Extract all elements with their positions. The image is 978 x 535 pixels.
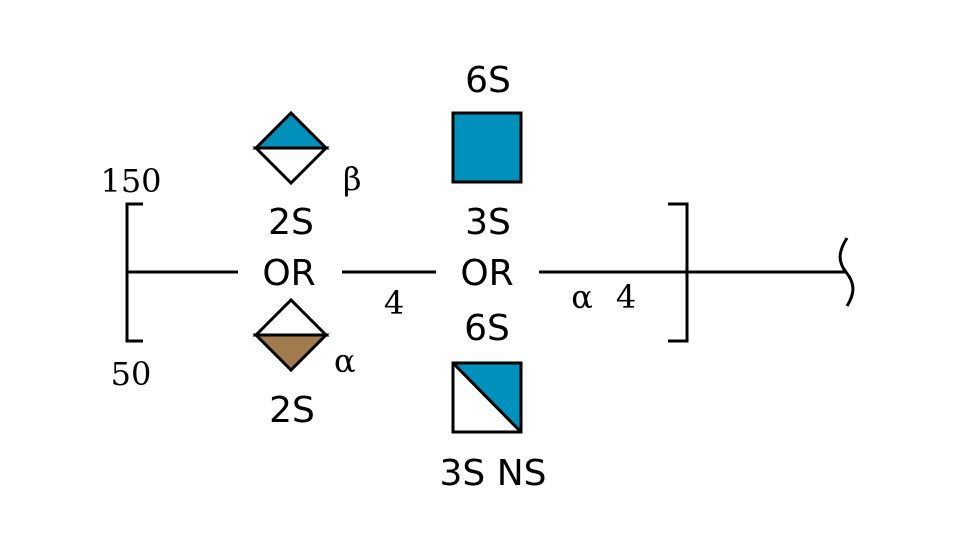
reducing-end-squiggle: [838, 237, 855, 307]
upper-square-top-label: 6S: [465, 60, 511, 101]
lower-square-top-label: 6S: [464, 308, 510, 349]
linkage-2-position: 4: [616, 278, 636, 316]
diamond-top-half: [252, 297, 330, 337]
upper-diamond-blue-top: [252, 110, 330, 186]
lower-square-diagonal-blue: [451, 361, 523, 434]
lower-diamond-tan-bottom: [252, 297, 330, 373]
square-outline: [451, 361, 523, 434]
left-or-label: OR: [262, 253, 315, 294]
square-diagonal: [451, 361, 523, 434]
linkage-2-anomer: α: [571, 278, 593, 316]
diamond-bottom-half: [252, 146, 330, 186]
upper-square-blue: [451, 111, 523, 184]
linkage-1-position: 4: [384, 284, 404, 322]
upper-anomer-label: β: [343, 160, 362, 198]
lower-anomer-label: α: [334, 342, 356, 380]
diamond-top-half: [252, 110, 330, 150]
lower-sulfation-label: 2S: [269, 390, 315, 431]
right-or-label: OR: [460, 253, 513, 294]
repeat-upper-count: 150: [100, 162, 161, 200]
repeat-lower-count: 50: [111, 355, 152, 393]
upper-sulfation-label: 2S: [268, 202, 314, 243]
diamond-bottom-half: [252, 333, 330, 373]
lower-square-bottom-label: 3S NS: [440, 453, 547, 494]
upper-square-bottom-label: 3S: [465, 202, 511, 243]
right-repeat-bracket: [668, 202, 689, 343]
